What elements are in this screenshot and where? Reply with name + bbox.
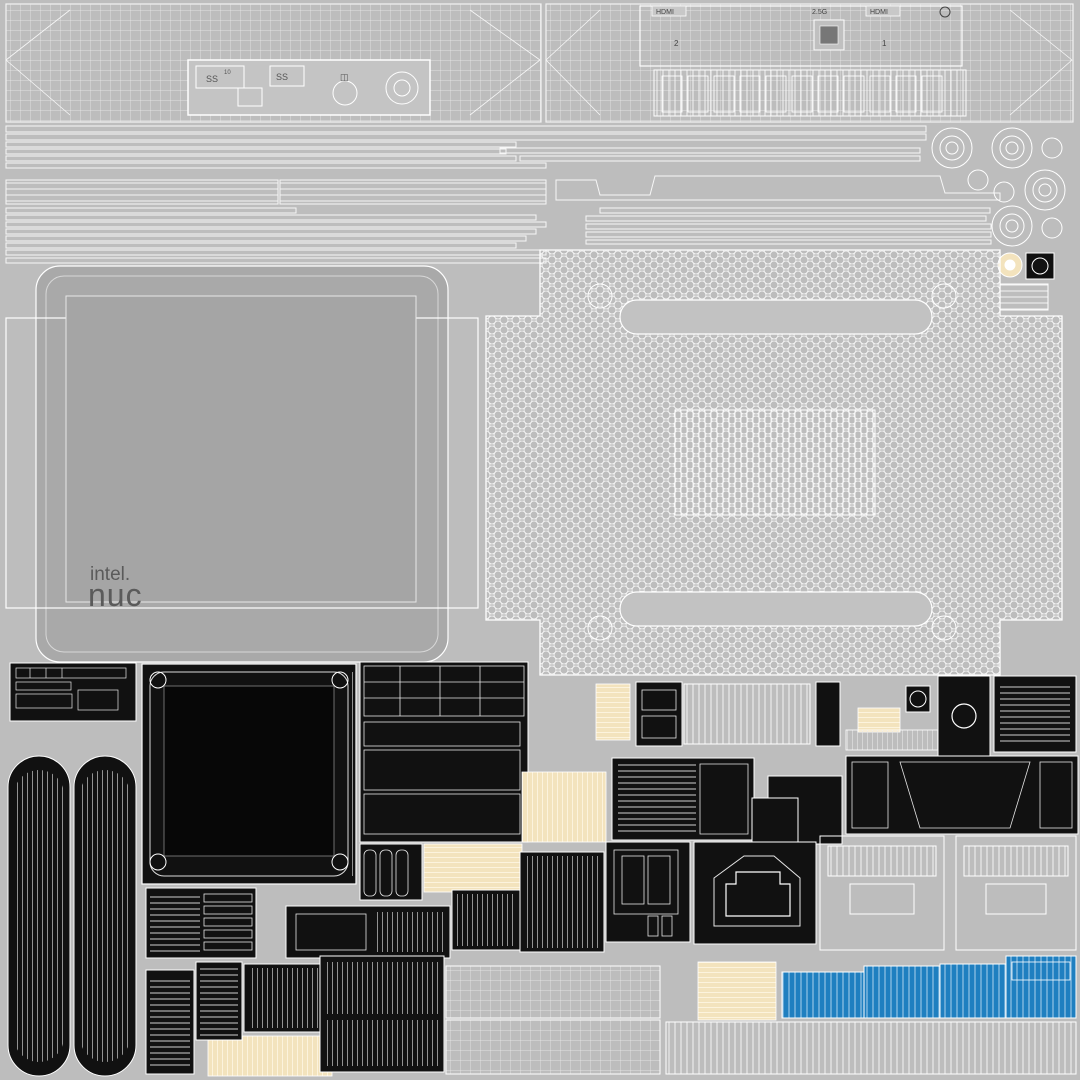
connector-dark-parts-middle	[285, 843, 605, 959]
ss-port-label-small: 10	[224, 70, 231, 76]
long-edge-strips	[5, 125, 1001, 264]
rubber-foot-strips	[7, 755, 137, 1077]
speed-label: 2.5G	[812, 9, 827, 16]
port-number-1: 1	[882, 39, 887, 48]
top-right-side-shell: HDMI HDMI 2.5G 2 1	[545, 3, 1074, 123]
ss-port-label-mid: SS	[276, 72, 288, 82]
blue-connector-parts	[781, 955, 1077, 1019]
brand-bottom-text: nuc	[88, 577, 143, 613]
port-bracket-dark-parts	[611, 675, 1079, 845]
cream-parts-cluster	[207, 683, 901, 1077]
top-left-side-shell: SS 10 SS ◫	[5, 3, 542, 123]
ss-port-label-left: SS	[206, 74, 218, 84]
bottom-plate-mesh	[485, 249, 1063, 676]
top-lid-shell: intel. nuc	[5, 265, 479, 663]
usb-connector-parts	[635, 681, 939, 751]
small-dark-parts-lower-left	[145, 887, 445, 1075]
power-icon	[939, 6, 951, 18]
top-housing-dark-part	[141, 663, 357, 885]
rubber-feet-round-parts	[931, 127, 1066, 311]
port-number-2: 2	[674, 39, 679, 48]
small-dark-parts-top-left	[9, 662, 137, 722]
hdmi-label-right: HDMI	[870, 9, 888, 16]
wireframe-port-housings	[445, 835, 1077, 1075]
ethernet-port-parts	[605, 841, 817, 945]
brand-top-text: intel.	[90, 564, 130, 585]
headphone-icon: ◫	[340, 72, 349, 82]
hdmi-label-left: HDMI	[656, 9, 674, 16]
frame-dark-panels	[359, 661, 607, 843]
